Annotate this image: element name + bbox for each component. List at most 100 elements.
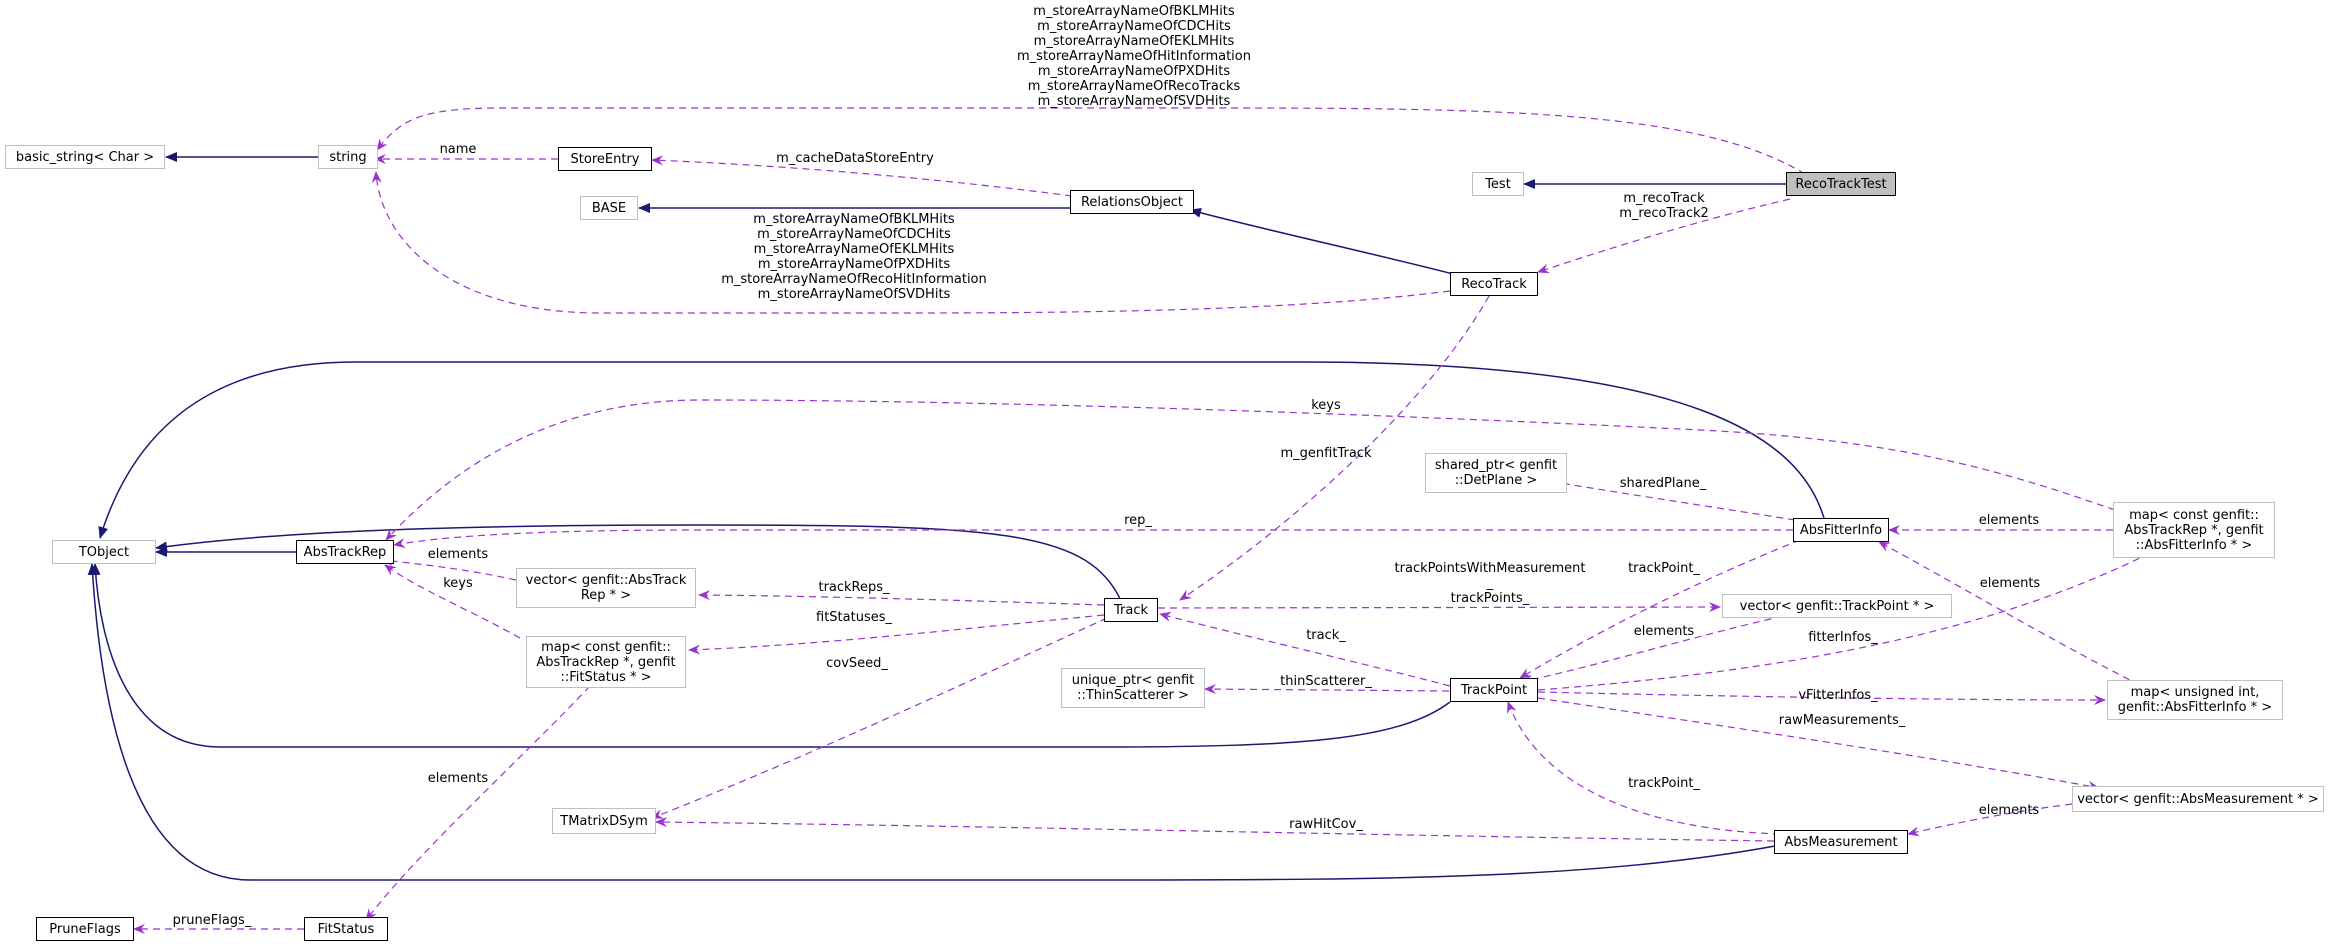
node-label: ::ThinScatterer >: [1077, 688, 1189, 703]
edge-label-track-fitstatuses: fitStatuses_: [816, 610, 892, 625]
node-relations-object[interactable]: RelationsObject: [1070, 190, 1194, 214]
edge-label-track-trackreps: trackReps_: [818, 580, 889, 595]
node-basic-string[interactable]: basic_string< Char >: [5, 145, 165, 169]
edge-mapfitstatus-keys: [384, 564, 521, 639]
edge-label-mapfitterinfo-keys: keys: [1311, 398, 1341, 413]
edge-label-line: m_storeArrayNameOfCDCHits: [757, 227, 951, 242]
node-vector-abs-measurement[interactable]: vector< genfit::AbsMeasurement * >: [2072, 786, 2324, 812]
edge-mapfitstatus-elements: [365, 685, 591, 921]
edge-label-storeentry-string: name: [440, 142, 477, 157]
edge-label-mapfitstatus-elements: elements: [428, 771, 488, 786]
edge-label-line: covSeed_: [826, 656, 888, 671]
node-reco-track[interactable]: RecoTrack: [1450, 272, 1538, 296]
node-track[interactable]: Track: [1104, 598, 1158, 622]
edge-label-line: thinScatterer_: [1280, 674, 1372, 689]
node-label: StoreEntry: [570, 151, 640, 167]
node-shared-ptr-detplane[interactable]: shared_ptr< genfit ::DetPlane >: [1425, 453, 1567, 493]
edge-recotracktest-string: [376, 107, 1806, 175]
edge-label-recotrack-track: m_genfitTrack: [1281, 446, 1372, 461]
node-track-point[interactable]: TrackPoint: [1450, 678, 1538, 702]
edge-track-to-tobject: [155, 524, 1123, 604]
node-label: AbsFitterInfo: [1799, 522, 1883, 538]
edge-label-line: elements: [427, 547, 489, 562]
node-map-fit-status[interactable]: map< const genfit:: AbsTrackRep *, genfi…: [526, 636, 686, 688]
edge-label-line: m_storeArrayNameOfHitInformation: [1017, 49, 1251, 64]
edge-label-line: sharedPlane_: [1619, 476, 1707, 491]
node-label: genfit::AbsFitterInfo * >: [2117, 700, 2273, 715]
node-reco-track-test[interactable]: RecoTrackTest: [1786, 172, 1896, 196]
edge-label-line: elements: [1979, 576, 2041, 591]
node-abs-measurement[interactable]: AbsMeasurement: [1774, 830, 1908, 854]
edge-label-line: keys: [443, 576, 473, 591]
edge-label-line: keys: [1311, 398, 1341, 413]
node-label: ::DetPlane >: [1454, 473, 1538, 488]
edge-vectortp-elements: [1520, 615, 1784, 685]
edge-label-fitterinfo-rep: rep_: [1124, 513, 1152, 528]
edge-label-line: vFitterInfos_: [1798, 688, 1878, 703]
edge-label-line: m_storeArrayNameOfEKLMHits: [753, 242, 955, 257]
edge-label-line: elements: [1978, 513, 2040, 528]
edge-label-line: trackPoints_: [1450, 591, 1530, 606]
edge-label-line: m_storeArrayNameOfRecoTracks: [1027, 79, 1241, 94]
edge-label-line: fitStatuses_: [816, 610, 892, 625]
node-tmatrix[interactable]: TMatrixDSym: [552, 808, 656, 834]
edge-label-line: m_storeArrayNameOfSVDHits: [1037, 94, 1231, 109]
edge-label-track-trackpoints: trackPointsWithMeasurement _ trackPoints…: [1395, 561, 1586, 606]
edge-label-line: name: [439, 142, 477, 157]
inheritance-edges: [87, 152, 1825, 881]
edge-recotrack-track: [1179, 295, 1490, 601]
node-prune-flags[interactable]: PruneFlags: [36, 917, 134, 941]
node-label: AbsTrackRep: [303, 544, 387, 560]
node-base[interactable]: BASE: [580, 196, 638, 220]
node-vector-track-point[interactable]: vector< genfit::TrackPoint * >: [1722, 594, 1952, 618]
edge-recotrack-to-relationsobject: [1189, 208, 1454, 275]
edge-vectormeas-elements: [1907, 803, 2073, 837]
node-label: RecoTrack: [1461, 276, 1527, 292]
node-tobject[interactable]: TObject: [52, 540, 156, 564]
node-label: basic_string< Char >: [15, 149, 155, 165]
edge-label-line: m_storeArrayNameOfEKLMHits: [1033, 34, 1235, 49]
node-abs-track-rep[interactable]: AbsTrackRep: [296, 540, 394, 564]
edge-label-recotracktest-recotrack: m_recoTrack m_recoTrack2: [1619, 191, 1709, 221]
edge-recotrack-string: [371, 171, 1451, 314]
node-test[interactable]: Test: [1472, 172, 1524, 196]
edge-absmeasurement-to-tobject: [87, 563, 1776, 881]
edge-label-trackpoint-thin: thinScatterer_: [1280, 674, 1372, 689]
edge-label-line: rawHitCov_: [1289, 817, 1363, 832]
edge-label-line: elements: [1633, 624, 1695, 639]
node-string[interactable]: string: [318, 145, 378, 169]
edge-label-line: track_: [1306, 628, 1346, 643]
edge-label-line: trackPointsWithMeasurement: [1394, 561, 1586, 576]
edge-label-line: rawMeasurements_: [1778, 713, 1906, 728]
edge-track-vectortp: [1157, 602, 1721, 613]
node-label: BASE: [591, 200, 627, 216]
node-label: ::FitStatus * >: [560, 669, 652, 685]
node-vector-abs-track-rep[interactable]: vector< genfit::AbsTrack Rep * >: [516, 568, 696, 608]
node-fit-status[interactable]: FitStatus: [304, 917, 388, 941]
edge-label-line: m_storeArrayNameOfPXDHits: [757, 257, 951, 272]
node-label: AbsTrackRep *, genfit: [2124, 522, 2264, 538]
edge-trackpoint-fitterinfos: [1537, 547, 2161, 691]
edge-label-line: m_storeArrayNameOfSVDHits: [757, 287, 951, 302]
edge-trackpoint-rawmeas: [1537, 697, 2100, 791]
node-abs-fitter-info[interactable]: AbsFitterInfo: [1793, 518, 1889, 542]
node-unique-ptr-thin[interactable]: unique_ptr< genfit ::ThinScatterer >: [1061, 668, 1205, 708]
edge-label-trackpoint-fitterinfos: fitterInfos_: [1808, 630, 1878, 645]
node-label: shared_ptr< genfit: [1434, 458, 1558, 473]
edge-label-relationsobject-storeentry: m_cacheDataStoreEntry: [776, 151, 934, 166]
node-label: string: [329, 149, 367, 165]
node-label: FitStatus: [317, 921, 375, 937]
node-store-entry[interactable]: StoreEntry: [558, 147, 652, 171]
node-label: TMatrixDSym: [560, 813, 648, 829]
edge-label-fitstatus-pruneflags: pruneFlags_: [173, 913, 252, 928]
edge-label-vectortp-elements: elements: [1634, 624, 1694, 639]
edge-label-mapfitstatus-keys: keys: [443, 576, 473, 591]
node-label: unique_ptr< genfit: [1071, 673, 1195, 688]
edge-label-fitterinfo-trackpoint: trackPoint_: [1628, 561, 1700, 576]
edge-label-fitterinfo-sharedplane: sharedPlane_: [1620, 476, 1706, 491]
usage-edges: [133, 107, 2161, 934]
node-map-unsigned[interactable]: map< unsigned int, genfit::AbsFitterInfo…: [2107, 680, 2283, 720]
node-map-abs-fitter-info[interactable]: map< const genfit:: AbsTrackRep *, genfi…: [2113, 502, 2275, 558]
edge-label-line: trackPoint_: [1628, 561, 1700, 576]
edge-track-trackreps: [698, 590, 1105, 606]
